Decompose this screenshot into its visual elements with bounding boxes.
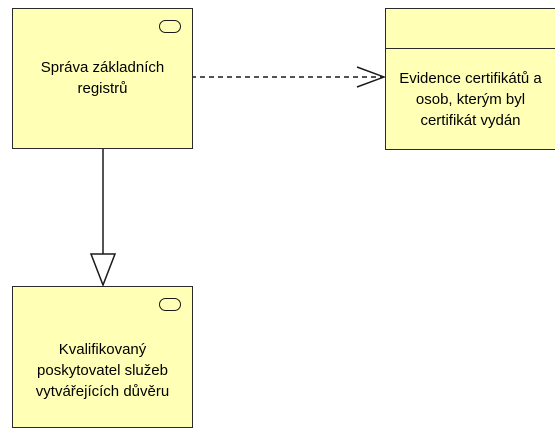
node-label-line: certifikát vydán (420, 112, 521, 129)
node-label-line: Kvalifikovaný (58, 341, 147, 358)
node-label-line: poskytovatel služeb (37, 362, 168, 379)
node-evidence-certifikatu[interactable]: Evidence certifikátů a osob, kterým byl … (385, 8, 555, 150)
specialization-arrowhead (89, 253, 117, 288)
node-label: Správa základních registrů (13, 57, 192, 99)
business-service-icon (159, 20, 181, 33)
node-label-line: osob, kterým byl (415, 91, 526, 108)
node-label-line: Evidence certifikátů a (399, 70, 542, 87)
node-label: Kvalifikovaný poskytovatel služeb vytvář… (13, 339, 192, 402)
node-label-line: vytvářejících důvěru (35, 383, 170, 400)
node-kvalifikovany-poskytovatel[interactable]: Kvalifikovaný poskytovatel služeb vytvář… (12, 286, 193, 428)
node-sprava-zakladnich-registru[interactable]: Správa základních registrů (12, 8, 193, 149)
data-object-header (386, 9, 555, 49)
business-service-icon (159, 298, 181, 311)
node-label-line: registrů (77, 80, 128, 97)
node-label-line: Správa základních (40, 59, 165, 76)
access-arrowhead (356, 66, 387, 88)
node-label: Evidence certifikátů a osob, kterým byl … (386, 68, 555, 131)
